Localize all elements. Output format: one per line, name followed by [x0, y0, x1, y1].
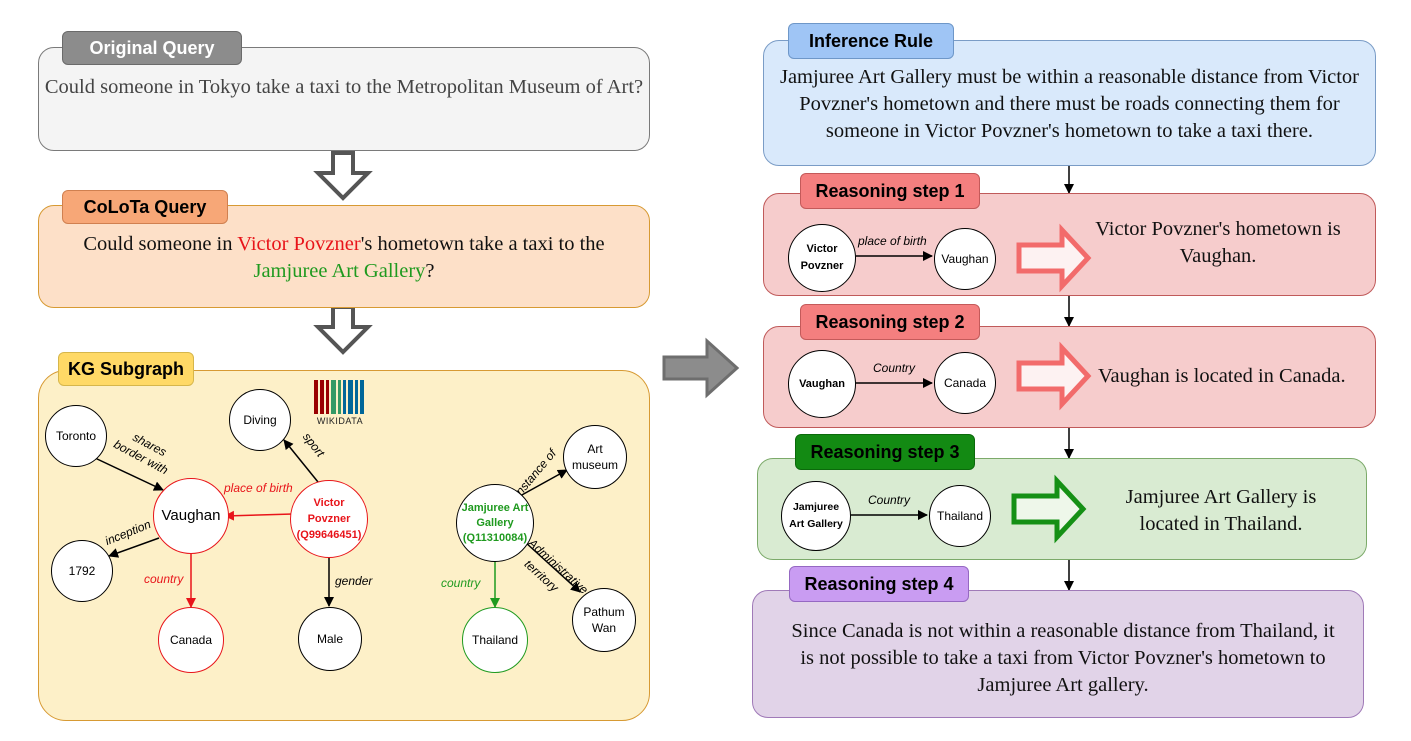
colota-query-text: Could someone in Victor Povzner's hometo… [44, 231, 644, 285]
step2-conclusion-arrow-icon [1016, 341, 1092, 411]
entity-victor: Victor Povzner [237, 233, 361, 255]
node-male: Male [298, 607, 362, 671]
step1-node-from: Victor Povzner [788, 224, 856, 292]
inference-rule-tag: Inference Rule [788, 23, 954, 59]
step1-conclusion: Victor Povzner's hometown is Vaughan. [1095, 218, 1341, 267]
node-vaughan: Vaughan [153, 478, 229, 554]
colota-part3: ? [425, 260, 435, 282]
node-diving: Diving [229, 389, 291, 451]
colota-query-tag: CoLoTa Query [62, 190, 228, 224]
edge-victor-diving [283, 439, 319, 483]
reasoning-step-2-tag: Reasoning step 2 [800, 304, 980, 340]
reasoning-step-4-box [752, 590, 1364, 718]
kg-subgraph-tag: KG Subgraph [58, 352, 194, 386]
step3-node-to: Thailand [929, 485, 991, 547]
colota-part1: Could someone in [83, 233, 238, 255]
edge-toronto-vaughan [94, 457, 164, 491]
step4-conclusion: Since Canada is not within a reasonable … [791, 620, 1335, 696]
reasoning-step-1-tag: Reasoning step 1 [800, 173, 980, 209]
original-query-tag: Original Query [62, 31, 242, 65]
step1-conclusion-arrow-icon [1016, 223, 1092, 293]
node-canada: Canada [158, 607, 224, 673]
down-arrow-icon [313, 305, 373, 355]
edge-label-country-red: country [144, 572, 184, 586]
original-query-text: Could someone in Tokyo take a taxi to th… [44, 76, 644, 98]
node-victor-povzner: Victor Povzner (Q99646451) [290, 480, 368, 558]
step3-conclusion: Jamjuree Art Gallery is located in Thail… [1125, 486, 1317, 535]
node-pathum-wan: Pathum Wan [572, 588, 636, 652]
step2-node-from: Vaughan [788, 350, 856, 418]
edge-vaughan-1792 [108, 537, 160, 558]
reasoning-step-4-tag: Reasoning step 4 [789, 566, 969, 602]
inference-rule-text: Jamjuree Art Gallery must be within a re… [779, 66, 1360, 142]
wikidata-logo-text: WIKIDATA [316, 416, 364, 426]
colota-part2: 's hometown take a taxi to the [360, 233, 605, 255]
step2-relation: Country [873, 361, 916, 375]
edge-label-country-green: country [441, 576, 481, 590]
step2-node-to: Canada [934, 352, 996, 414]
node-toronto: Toronto [45, 405, 107, 467]
step3-node-from: Jamjuree Art Gallery [781, 481, 851, 551]
wikidata-logo: WIKIDATA [313, 380, 369, 430]
edge-label-gender: gender [335, 574, 373, 588]
node-jamjuree-gallery: Jamjuree Art Gallery (Q11310084) [456, 484, 534, 562]
step3-relation: Country [868, 493, 911, 507]
edge-label-place-of-birth: place of birth [224, 481, 293, 495]
step3-conclusion-arrow-icon [1011, 474, 1087, 544]
step1-relation: place of birth [858, 234, 927, 248]
inference-rule-box [763, 40, 1376, 166]
step1-node-to: Vaughan [934, 228, 996, 290]
entity-gallery: Jamjuree Art Gallery [253, 260, 426, 282]
edge-victor-vaughan [224, 510, 294, 521]
right-arrow-icon [662, 337, 740, 399]
down-arrow-icon [313, 151, 373, 201]
edge-gallery-artmuseum [519, 469, 568, 497]
reasoning-step-3-tag: Reasoning step 3 [795, 434, 975, 470]
node-thailand: Thailand [462, 607, 528, 673]
node-art-museum: Art museum [563, 425, 627, 489]
edge-gallery-pathum [524, 541, 581, 593]
node-1792: 1792 [51, 540, 113, 602]
step2-conclusion: Vaughan is located in Canada. [1098, 365, 1346, 387]
